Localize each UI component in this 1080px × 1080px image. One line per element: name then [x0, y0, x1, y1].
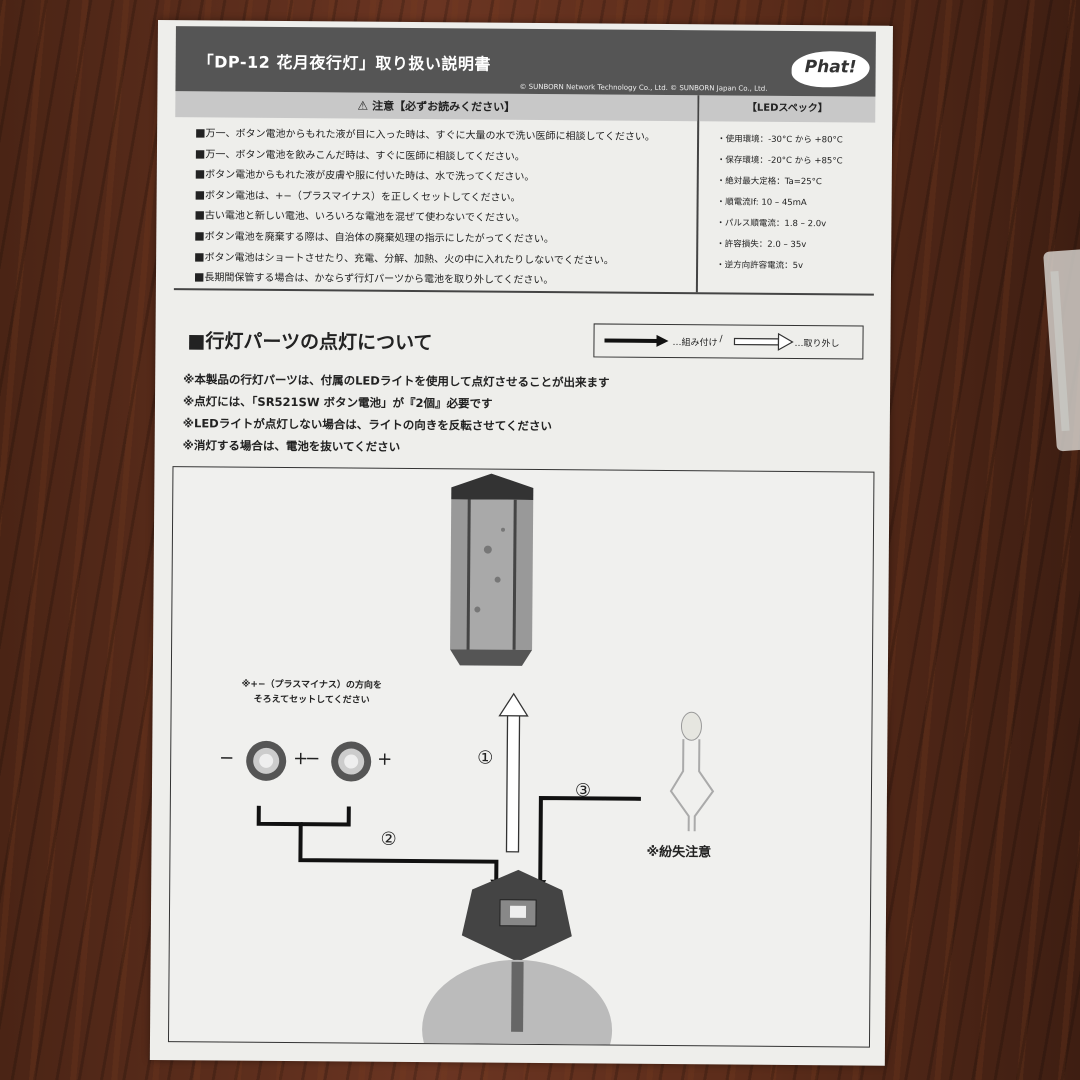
caution-and-spec-row: ⚠注意【必ずお読みください】 万一、ボタン電池からもれた液が目に入った時は、すぐ…	[173, 91, 876, 296]
assembly-diagram: ※+−（プラスマイナス）の方向を そろえてセットしてください − + − + ①…	[167, 466, 875, 1048]
loss-warning: ※紛失注意	[646, 844, 712, 861]
document-title: 「DP-12 花月夜行灯」取り扱い説明書	[197, 52, 491, 74]
lighting-notes: 本製品の行灯パーツは、付属のLEDライトを使用して点灯させることが出来ます 点灯…	[183, 368, 610, 459]
legend-arrows	[604, 332, 794, 351]
spec-item: 絶対最大定格：Ta=25°C	[717, 171, 875, 193]
bag-zipper	[1050, 270, 1070, 432]
legend-separator: /	[719, 334, 723, 345]
step-3-label: ③	[574, 780, 592, 802]
solid-arrow-icon	[604, 334, 669, 347]
battery-note-line2: そろえてセットしてください	[253, 694, 370, 706]
led-spec-box: 【LEDスペック】 使用環境：-30°C から +80°C 保存環境：-20°C…	[698, 95, 876, 293]
caution-heading-text: 注意【必ずお読みください】	[372, 99, 516, 114]
arrow-legend: …組み付け / …取り外し	[593, 323, 864, 360]
spec-item: 順電流If: 10 – 45mA	[716, 192, 874, 214]
caution-item: 長期間保管する場合は、かならず行灯パーツから電池を取り外してください。	[194, 267, 696, 292]
plus-sign: +	[377, 748, 393, 770]
caution-heading: ⚠注意【必ずお読みください】	[175, 91, 698, 122]
section-title: 行灯パーツの点灯について	[187, 326, 432, 355]
caution-list: 万一、ボタン電池からもれた液が目に入った時は、すぐに大量の水で洗い医師に相談して…	[174, 117, 697, 292]
minus-sign: −	[305, 748, 321, 770]
battery-note-line1: ※+−（プラスマイナス）の方向を	[241, 679, 382, 691]
legend-attach-label: …組み付け	[672, 338, 718, 349]
hollow-arrow-icon	[733, 332, 794, 351]
battery-coin	[246, 740, 287, 781]
lantern-part	[450, 473, 534, 666]
step-1-label: ①	[477, 747, 494, 769]
diagram-drawing	[246, 473, 715, 1047]
brand-logo: Phat!	[791, 50, 870, 88]
led-spec-list: 使用環境：-30°C から +80°C 保存環境：-20°C から +85°C …	[698, 121, 875, 277]
sheet-content: 「DP-12 花月夜行灯」取り扱い説明書 © SUNBORN Network T…	[167, 26, 876, 1048]
plastic-bag	[1043, 248, 1080, 452]
spec-item: パルス順電流：1.8 – 2.0v	[716, 213, 874, 235]
minus-sign: −	[219, 747, 235, 769]
battery-coin	[331, 741, 372, 782]
sheet-header: 「DP-12 花月夜行灯」取り扱い説明書 © SUNBORN Network T…	[175, 26, 876, 97]
copyright-notice: © SUNBORN Network Technology Co., Ltd. ©…	[519, 82, 768, 93]
caution-box: ⚠注意【必ずお読みください】 万一、ボタン電池からもれた液が目に入った時は、すぐ…	[173, 91, 700, 292]
battery-insert-line	[256, 805, 499, 882]
spec-item: 使用環境：-30°C から +80°C	[717, 129, 875, 151]
legend-remove-label: …取り外し	[794, 339, 840, 350]
remove-arrow	[498, 692, 529, 853]
spec-item: 保存環境：-20°C から +85°C	[717, 150, 875, 172]
led-insert-line	[538, 796, 641, 883]
warning-triangle-icon: ⚠	[357, 98, 369, 113]
instruction-sheet: 「DP-12 花月夜行灯」取り扱い説明書 © SUNBORN Network T…	[149, 20, 893, 1066]
step-2-label: ②	[380, 828, 397, 850]
battery-note: ※+−（プラスマイナス）の方向を そろえてセットしてください	[212, 677, 412, 709]
lantern-base	[422, 869, 613, 1047]
led-light	[669, 711, 715, 832]
spec-item: 許容損失：2.0 – 35v	[716, 234, 874, 256]
note-item: 消灯する場合は、電池を抜いてください	[183, 434, 610, 459]
led-spec-heading: 【LEDスペック】	[699, 95, 876, 123]
spec-item: 逆方向許容電流：5v	[716, 255, 874, 277]
